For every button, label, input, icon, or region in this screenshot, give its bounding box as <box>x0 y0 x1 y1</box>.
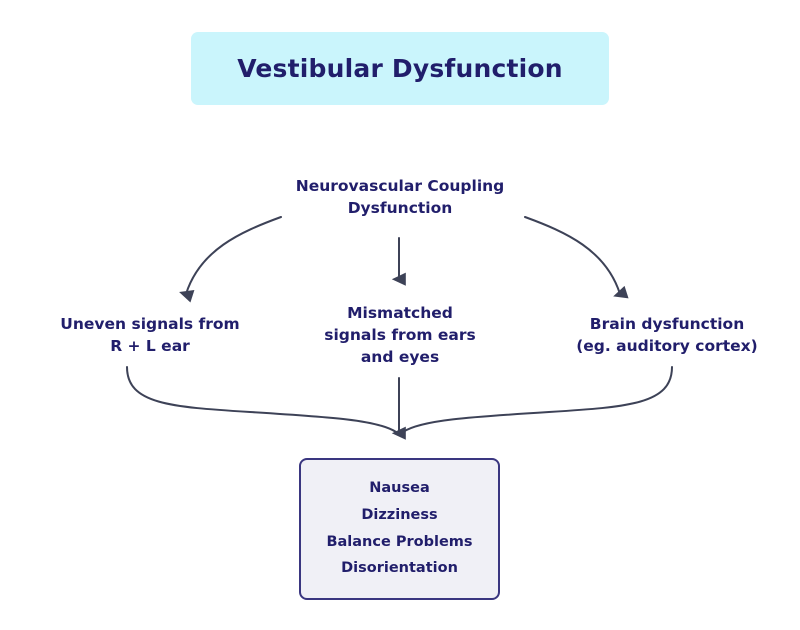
arrow-root-to-left-branch <box>179 216 282 303</box>
arrow-left-branch-to-outcomes <box>126 366 397 433</box>
node-branch-brain-dysfunction: Brain dysfunction (eg. auditory cortex) <box>576 315 758 355</box>
page-title: Vestibular Dysfunction <box>237 53 563 83</box>
outcome-item: Dizziness <box>361 506 438 523</box>
node-branch-mismatched-signals: Mismatched signals from ears and eyes <box>324 304 476 366</box>
node-root-cause: Neurovascular Coupling Dysfunction <box>295 177 505 217</box>
outcome-item: Nausea <box>369 479 430 496</box>
outcomes-box: Nausea Dizziness Balance Problems Disori… <box>299 458 500 600</box>
outcome-item: Balance Problems <box>326 533 473 550</box>
arrow-right-branch-to-outcomes <box>402 366 673 433</box>
outcome-item: Disorientation <box>341 560 458 577</box>
diagram-title-banner: Vestibular Dysfunction <box>191 32 609 105</box>
node-branch-uneven-signals: Uneven signals from R + L ear <box>60 315 240 355</box>
arrow-root-to-right-branch <box>524 216 629 299</box>
